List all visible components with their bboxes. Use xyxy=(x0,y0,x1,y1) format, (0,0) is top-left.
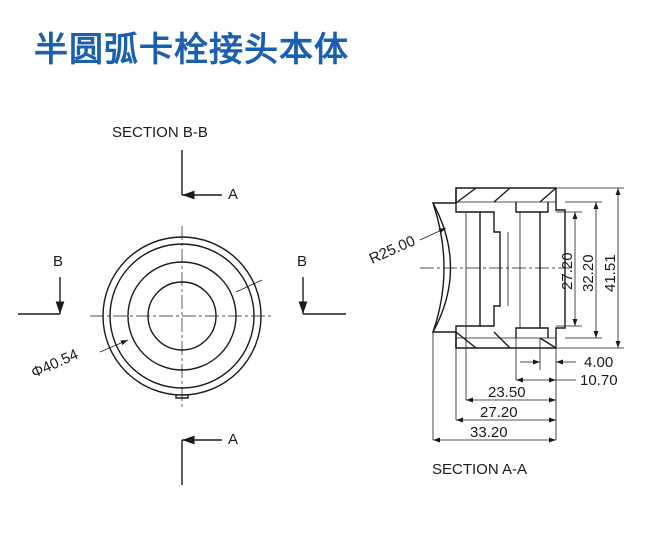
section-aa-label: SECTION A-A xyxy=(432,461,527,478)
aa-outer-profile xyxy=(431,187,566,349)
cut-arrow-bottom: A xyxy=(181,431,238,485)
diameter-dimension: Φ40.54 xyxy=(29,279,263,382)
side-label-right: B xyxy=(297,253,307,270)
dim-27-20-vertical: 27.20 xyxy=(559,252,576,290)
side-marker-left: B xyxy=(18,253,65,315)
page-title: 半圆弧卡栓接头本体 xyxy=(34,30,349,70)
dim-27-20-horizontal: 27.20 xyxy=(480,404,518,421)
radius-text: R25.00 xyxy=(367,232,418,267)
radius-dimension: R25.00 xyxy=(367,227,447,268)
dim-41-51: 41.51 xyxy=(602,254,619,292)
dim-23-50: 23.50 xyxy=(488,384,526,401)
section-aa-view: R25.00 27.20 32.20 41.51 xyxy=(367,187,624,478)
dim-32-20: 32.20 xyxy=(580,254,597,292)
side-marker-right: B xyxy=(297,253,346,315)
diameter-text: Φ40.54 xyxy=(29,346,81,382)
cut-label-bottom: A xyxy=(228,431,238,448)
section-bb-view: SECTION B-B A A B B xyxy=(18,124,346,485)
aa-inner-steps xyxy=(455,187,557,349)
side-label-left: B xyxy=(53,253,63,270)
cut-label-top: A xyxy=(228,186,238,203)
dim-10-70: 10.70 xyxy=(580,372,618,389)
cut-arrow-top: A xyxy=(181,150,238,203)
dim-33-20: 33.20 xyxy=(470,424,508,441)
dim-4-00: 4.00 xyxy=(584,354,613,371)
aa-horizontal-dims: 4.00 10.70 23.50 27.20 33.20 xyxy=(432,326,618,443)
section-bb-label: SECTION B-B xyxy=(112,124,208,141)
aa-vertical-dims: 27.20 32.20 41.51 xyxy=(556,187,624,349)
